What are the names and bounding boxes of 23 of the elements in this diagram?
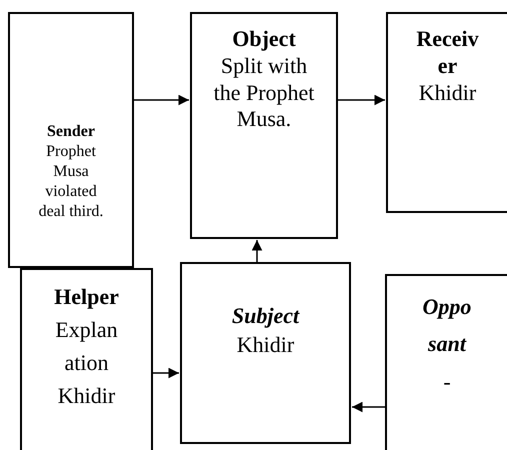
actant-title: Subject [230,302,301,330]
arrow [352,402,385,412]
arrow [153,368,179,378]
actant-text: Split with the Prophet Musa. [212,52,316,134]
actant-box [190,12,338,239]
actant-title: Helper [54,283,120,311]
actant-text: - [442,368,452,396]
arrow [338,94,385,106]
actant-title: Receiver [415,26,480,80]
actant-text: Khidir [418,80,478,106]
actant-box [386,12,507,213]
arrow [252,240,262,262]
arrow [134,94,189,106]
actant-title: Sender [46,122,96,142]
actant-text: Khidir [236,330,296,359]
actant-box [8,12,134,268]
actant-title: Object [231,26,297,53]
actant-box [180,262,351,444]
actant-text: Prophet Musa violated deal third. [38,142,104,222]
actant-box [385,274,507,450]
actant-box [20,268,153,450]
actant-text: Explanation Khidir [54,316,119,410]
actant-title: Opposant [422,293,472,358]
